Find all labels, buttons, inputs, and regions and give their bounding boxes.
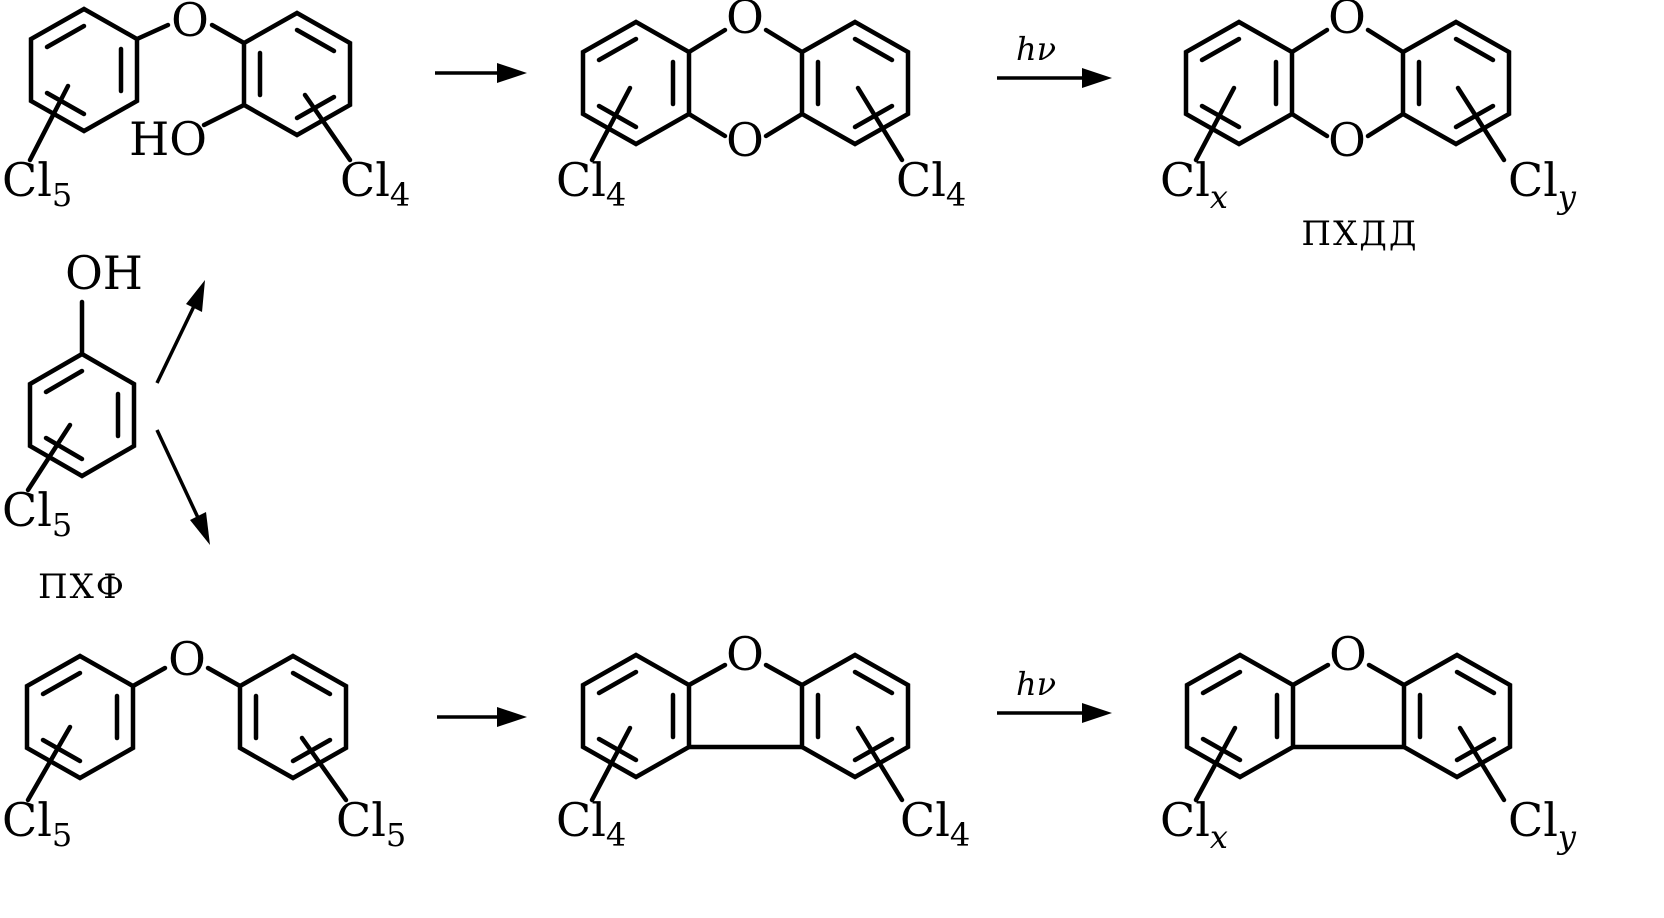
chlorine-substituent: Cl5 [2,153,72,214]
chlorine-substituent: Cl4 [556,153,626,214]
chlorine-substituent: Cl5 [336,793,406,854]
compound-pcp: OH Cl5 ПХФ [2,246,143,607]
oxygen-atom: O [171,0,209,47]
reaction-arrow [435,63,527,83]
hv-label: hν [1016,665,1056,703]
oxygen-atom: O [726,0,764,44]
oxygen-atom: O [726,113,764,167]
pcdd-caption: ПХДД [1301,214,1418,254]
benzene-ring [28,6,140,134]
compound-pcdd: O O Clx Cly ПХДД [1160,0,1577,254]
oxygen-atom: O [1328,113,1366,167]
chlorine-substituent: Cly [1508,793,1577,856]
reaction-arrow-down [155,429,210,545]
compound-phenoxyphenol: O HO Cl5 Cl4 [2,0,410,214]
reaction-arrow [437,707,527,727]
hydroxyl-label: HO [129,112,207,166]
chlorine-substituent: Cl4 [896,153,966,214]
hydroxyl-label: OH [65,246,143,300]
oxygen-atom: O [168,632,206,686]
pcp-caption: ПХФ [38,567,126,607]
chlorine-substituent: Cl5 [2,483,72,544]
reaction-arrow-up [155,280,205,384]
oxygen-atom: O [1329,627,1367,681]
compound-dibenzodioxin: O O Cl4 Cl4 [556,0,966,214]
compound-diphenyl-ether: O Cl5 Cl5 [2,632,406,854]
benzene-ring [237,653,349,781]
compound-pcdf: O Clx Cly [1160,627,1577,856]
chlorine-substituent: Clx [1160,793,1228,856]
photolysis-arrow: hν [997,30,1112,88]
chlorine-substituent: Cl5 [2,793,72,854]
benzene-ring [24,653,136,781]
chlorine-substituent: Clx [1160,153,1228,216]
hv-label: hν [1016,30,1056,68]
oxygen-atom: O [726,627,764,681]
photolysis-arrow: hν [997,665,1112,723]
chlorine-substituent: Cl4 [900,793,970,854]
oxygen-atom: O [1328,0,1366,44]
chlorine-substituent: Cl4 [340,153,410,214]
compound-dibenzofuran: O Cl4 Cl4 [556,627,970,854]
chlorine-substituent: Cly [1508,153,1577,216]
chlorine-substituent: Cl4 [556,793,626,854]
